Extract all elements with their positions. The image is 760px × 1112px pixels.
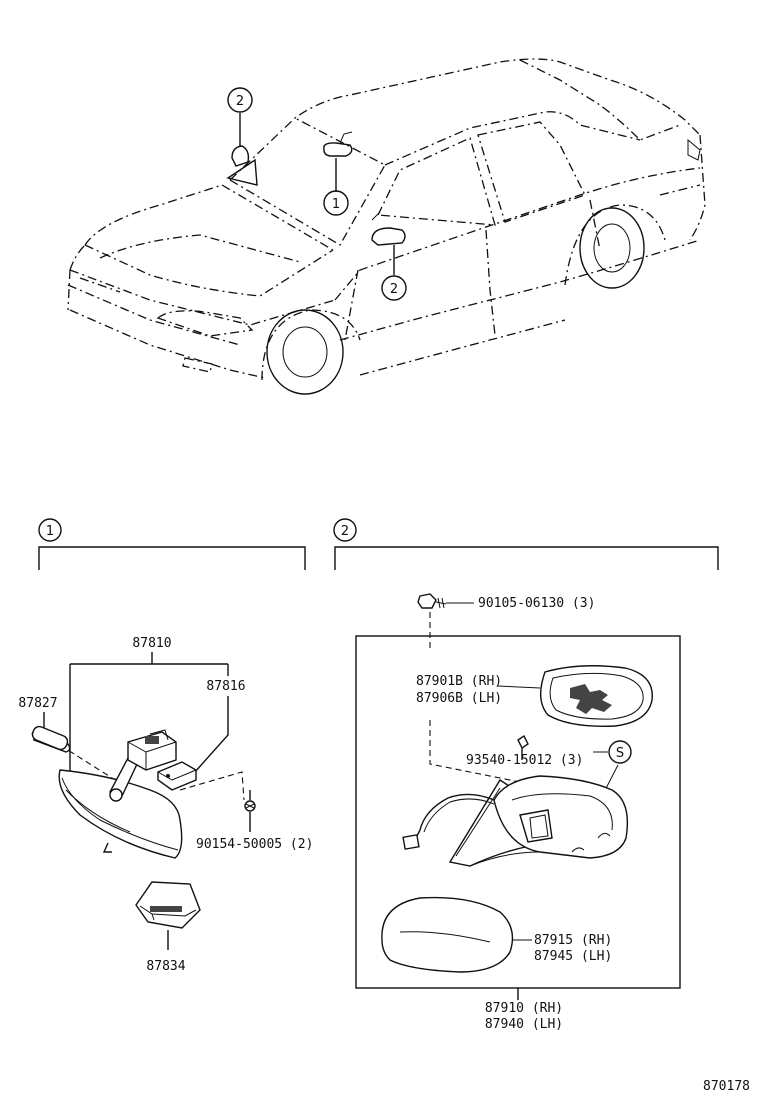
section-1-header: 1 [38, 518, 306, 570]
svg-text:1: 1 [46, 524, 54, 539]
label-87827: 87827 [18, 696, 57, 711]
bracket-87834 [135, 881, 201, 950]
label-87816: 87816 [206, 679, 245, 694]
screw-90105 [417, 593, 521, 783]
label-87901b: 87901B (RH) [416, 674, 502, 689]
label-87940: 87940 (LH) [485, 1017, 563, 1032]
label-87834: 87834 [146, 959, 185, 974]
label-87915: 87915 (RH) [534, 933, 612, 948]
pad-87827 [31, 725, 71, 753]
mirror-cover-87816 [157, 761, 197, 791]
label-90105: 90105-06130 (3) [478, 596, 595, 611]
mirror-cover-87915 [381, 896, 532, 973]
callout-2-top: 2 [227, 87, 253, 113]
screw-93540 [517, 734, 529, 760]
svg-text:2: 2 [236, 94, 244, 109]
svg-text:S: S [616, 746, 624, 761]
car-outline [67, 58, 706, 395]
label-87910: 87910 (RH) [485, 1001, 563, 1016]
left-door-mirror-location-icon [226, 113, 258, 186]
right-door-mirror-location-icon [371, 211, 406, 275]
screw-90154 [244, 790, 256, 812]
label-87810: 87810 [132, 636, 171, 651]
svg-text:2: 2 [390, 282, 398, 297]
section-2-header: 2 [333, 518, 719, 570]
callout-1: 1 [323, 190, 349, 216]
inner-mirror-location-icon [323, 131, 353, 192]
label-87945: 87945 (LH) [534, 949, 612, 964]
callout-2-side: 2 [381, 275, 407, 301]
svg-text:2: 2 [341, 524, 349, 539]
outer-mirror-body [402, 775, 629, 867]
label-87906b: 87906B (LH) [416, 691, 502, 706]
inner-mirror-87810 [58, 729, 183, 859]
mirror-glass-87901b [497, 665, 653, 727]
svg-text:1: 1 [332, 197, 340, 212]
label-93540: 93540-15012 (3) [466, 753, 583, 768]
figure-code: 870178 [703, 1079, 750, 1094]
label-90154: 90154-50005 (2) [196, 837, 313, 852]
